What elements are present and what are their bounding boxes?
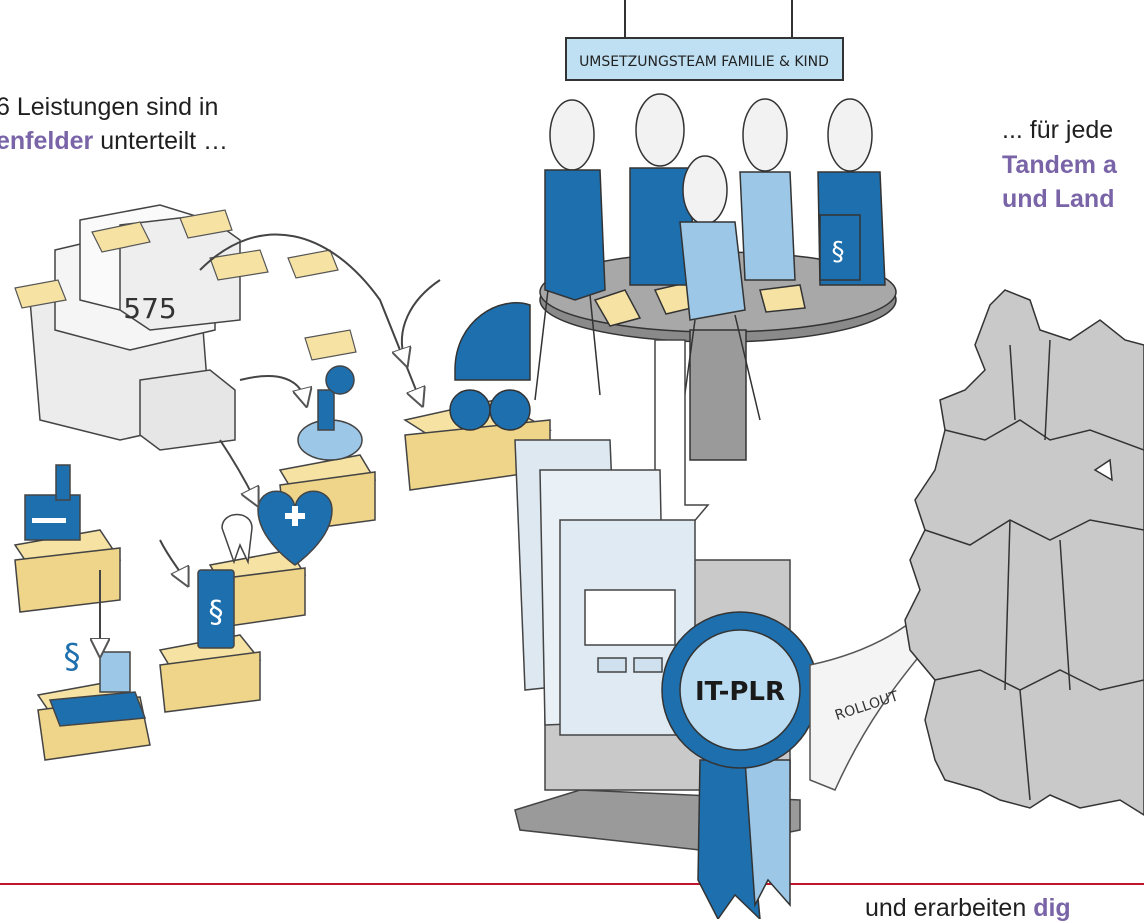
right-text-line1: ... für jede <box>1002 115 1113 145</box>
team-sign-label: UMSETZUNGSTEAM FAMILIE & KIND <box>579 54 829 70</box>
paragraph-symbol: § <box>209 595 224 630</box>
rosette-label: IT-PLR <box>695 677 785 707</box>
topic-stack-finance: § <box>36 637 151 761</box>
distribution-arrows <box>100 233 441 650</box>
right-text-line2: Tandem a <box>1002 150 1117 180</box>
bottom-text-highlight: dig <box>1033 894 1071 922</box>
themenfelder-highlight: enfelder <box>0 127 94 155</box>
intro-text-line2: enfelder unterteilt … <box>0 126 228 156</box>
divider-line <box>0 883 1144 885</box>
it-plr-rosette: IT-PLR <box>661 611 819 919</box>
team-members: § <box>534 93 886 431</box>
team-sign: UMSETZUNGSTEAM FAMILIE & KIND <box>565 0 844 81</box>
land-highlight: und Land <box>1002 185 1115 213</box>
tandem-highlight: Tandem a <box>1002 151 1117 179</box>
topic-stack-law: § <box>158 569 262 713</box>
stack-number: 575 <box>123 292 176 325</box>
envelopes <box>14 209 357 361</box>
bottom-text: und erarbeiten dig <box>865 893 1071 923</box>
intro-text-line1: 6 Leistungen sind in <box>0 92 218 122</box>
online-terminal <box>514 439 801 851</box>
pram-icon <box>449 302 531 431</box>
intro-text-line1-content: 6 Leistungen sind in <box>0 93 219 121</box>
paragraph-symbol-2: § <box>64 637 81 677</box>
topic-stack-industry <box>13 464 122 613</box>
bottom-text-plain: und erarbeiten <box>865 894 1034 922</box>
paragraph-symbol-3: § <box>832 237 845 267</box>
right-text-line3: und Land <box>1002 184 1114 214</box>
germany-map <box>904 289 1144 816</box>
right-text-line1-content: ... für jede <box>1002 116 1114 144</box>
intro-text-line2-rest: unterteilt … <box>93 127 229 155</box>
